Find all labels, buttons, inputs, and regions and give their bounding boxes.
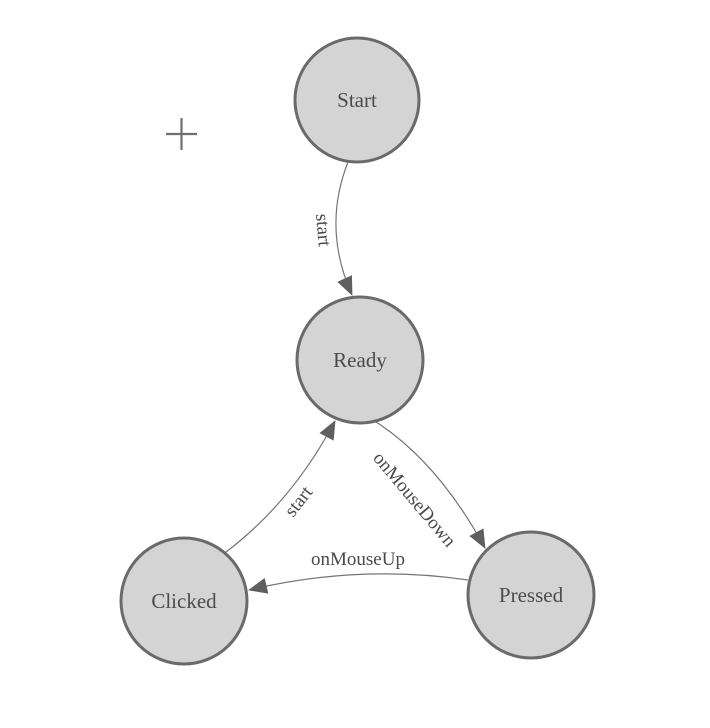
edge-label: start (311, 213, 335, 248)
node-circle (466, 530, 596, 660)
edge-label: onMouseDown (368, 448, 460, 552)
edge-path[interactable] (248, 573, 469, 594)
edge-path[interactable] (225, 420, 336, 553)
node-label: Start (337, 88, 377, 112)
node-label: Pressed (499, 583, 564, 607)
edge-path[interactable] (335, 161, 353, 296)
edge-label: start (281, 482, 318, 521)
node-start[interactable]: Start (293, 36, 421, 164)
node-circle (295, 295, 425, 425)
node-clicked[interactable]: Clicked (119, 536, 249, 666)
edge-path[interactable] (372, 419, 486, 549)
node-label: Clicked (151, 589, 217, 613)
edge-start-to-ready[interactable]: start (311, 161, 353, 296)
crosshair-icon (166, 118, 197, 150)
edge-clicked-to-ready[interactable]: start (225, 420, 336, 553)
edge-ready-to-pressed[interactable]: onMouseDown (368, 419, 486, 552)
node-ready[interactable]: Ready (295, 295, 425, 425)
edge-label: onMouseUp (311, 549, 405, 570)
node-circle (293, 36, 421, 164)
edge-pressed-to-clicked[interactable]: onMouseUp (248, 549, 469, 594)
node-pressed[interactable]: Pressed (466, 530, 596, 660)
node-label: Ready (333, 348, 387, 372)
node-circle (119, 536, 249, 666)
